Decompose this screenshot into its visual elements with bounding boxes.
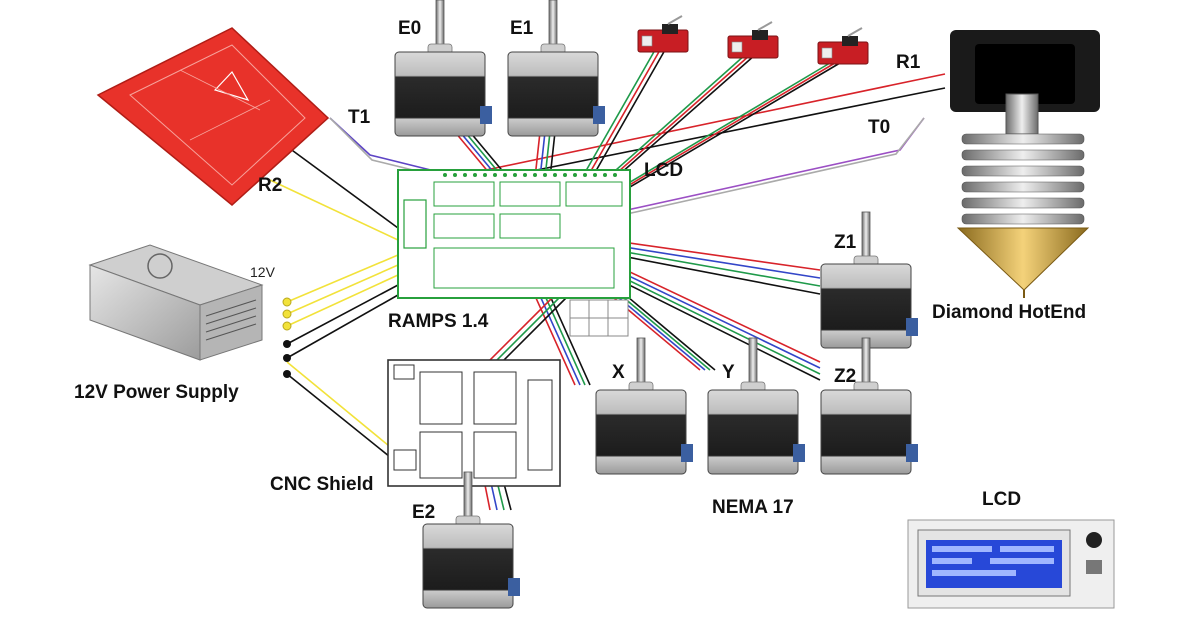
label-t0: T0 <box>868 117 890 138</box>
cnc-shield <box>387 359 561 487</box>
label-r1: R1 <box>896 52 921 73</box>
wire-endstop3 <box>599 59 836 201</box>
motor-z2 <box>820 337 919 475</box>
wire-t0-gray <box>599 117 925 221</box>
psu-terminal-dots <box>282 297 292 378</box>
endstop-1 <box>637 15 689 53</box>
label-12v: 12V <box>250 264 276 280</box>
label-hotend: Diamond HotEnd <box>932 302 1086 323</box>
label-y: Y <box>722 362 735 383</box>
wire-heatbed-black <box>284 144 399 229</box>
ramps-board <box>397 169 631 337</box>
endstop-3 <box>817 27 869 65</box>
wire-endstop3c <box>607 59 846 201</box>
label-x: X <box>612 362 625 383</box>
label-ramps: RAMPS 1.4 <box>388 311 489 332</box>
wire-psu-black-cnc <box>286 373 401 466</box>
wire-endstop3b <box>603 59 841 201</box>
lcd-module <box>907 519 1115 609</box>
label-power-supply: 12V Power Supply <box>74 382 239 403</box>
label-lcd-bottom: LCD <box>982 489 1021 510</box>
power-supply <box>88 244 264 361</box>
label-nema17: NEMA 17 <box>712 497 794 518</box>
wire-psu-yellow2 <box>286 264 399 315</box>
label-e2: E2 <box>412 502 435 523</box>
label-e0: E0 <box>398 18 421 39</box>
wire-heatbed-yellow <box>269 179 399 241</box>
wire-psu-yellow1 <box>286 254 399 303</box>
wire-psu-yellow3 <box>286 274 399 327</box>
wire-endstop1b <box>579 49 661 191</box>
wire-psu-yellow-cnc <box>286 361 401 456</box>
label-lcd-top: LCD <box>644 160 683 181</box>
diamond-hotend <box>950 30 1100 298</box>
label-r2: R2 <box>258 175 282 196</box>
motor-e2 <box>422 471 521 609</box>
wire-endstop1c <box>584 49 666 191</box>
label-cnc-shield: CNC Shield <box>270 474 373 495</box>
label-e1: E1 <box>510 18 534 39</box>
label-t1: T1 <box>348 107 371 128</box>
motor-x <box>595 337 694 475</box>
motor-y <box>707 337 806 475</box>
heatbed <box>96 27 330 206</box>
wire-psu-black2 <box>286 294 399 359</box>
endstop-2 <box>727 21 779 59</box>
label-z2: Z2 <box>834 366 856 387</box>
wire-psu-black1 <box>286 284 399 345</box>
label-z1: Z1 <box>834 232 857 253</box>
wire-endstop1 <box>574 49 656 191</box>
wire-r1-black <box>461 87 946 186</box>
